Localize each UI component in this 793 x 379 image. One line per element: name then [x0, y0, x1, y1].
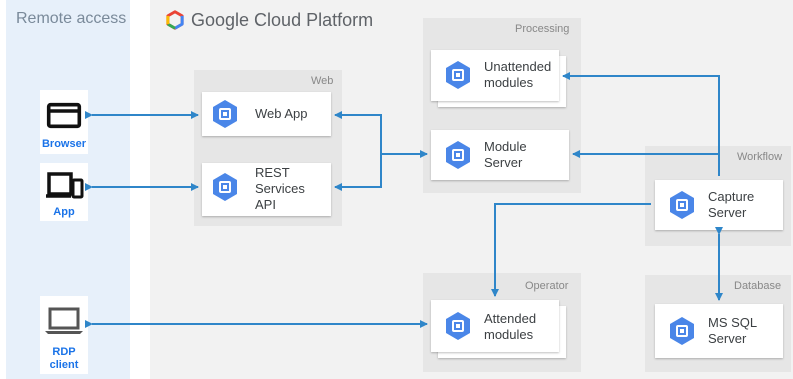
compute-engine-icon: [446, 312, 470, 340]
compute-engine-icon: [213, 100, 237, 128]
compute-engine-icon: [670, 191, 694, 219]
remote-access-title: Remote access: [16, 10, 127, 27]
compute-engine-icon: [446, 141, 470, 169]
browser-client[interactable]: Browser: [40, 90, 88, 154]
unattended-modules-label: Unattended modules: [484, 59, 552, 90]
gcp-title: Google Cloud Platform: [191, 10, 374, 30]
app-client[interactable]: App: [40, 163, 88, 221]
web-app-node[interactable]: Web App: [202, 92, 331, 136]
laptop-icon: [45, 307, 83, 334]
rdp-client-label: RDP client: [49, 346, 79, 371]
rdp-client[interactable]: RDP client: [40, 296, 88, 374]
database-group-label: Database: [734, 280, 782, 292]
web-app-label: Web App: [255, 106, 308, 121]
compute-engine-icon: [446, 61, 470, 89]
attended-modules-node[interactable]: Attended modules: [431, 300, 559, 352]
operator-group-label: Operator: [525, 280, 569, 292]
capture-server-node[interactable]: Capture Server: [655, 180, 783, 230]
module-server-node[interactable]: Module Server: [431, 130, 569, 180]
app-label: App: [53, 206, 75, 218]
attended-modules-label: Attended modules: [484, 311, 537, 342]
module-server-label: Module Server: [484, 139, 527, 170]
web-group-label: Web: [311, 75, 334, 87]
compute-engine-icon: [213, 173, 237, 201]
rest-api-label: REST Services API: [255, 165, 305, 212]
processing-group-label: Processing: [515, 23, 570, 35]
compute-engine-icon: [670, 317, 694, 345]
capture-server-label: Capture Server: [708, 189, 755, 220]
mobile-app-icon: [46, 172, 84, 199]
workflow-group-label: Workflow: [737, 151, 783, 163]
rest-api-node[interactable]: REST Services API: [202, 163, 331, 216]
ms-sql-server-label: MS SQL Server: [708, 315, 758, 346]
browser-label: Browser: [41, 138, 87, 150]
ms-sql-server-node[interactable]: MS SQL Server: [655, 304, 783, 358]
unattended-modules-node[interactable]: Unattended modules: [431, 50, 559, 101]
google-cloud-logo-icon: [166, 10, 184, 30]
browser-window-icon: [46, 102, 82, 129]
